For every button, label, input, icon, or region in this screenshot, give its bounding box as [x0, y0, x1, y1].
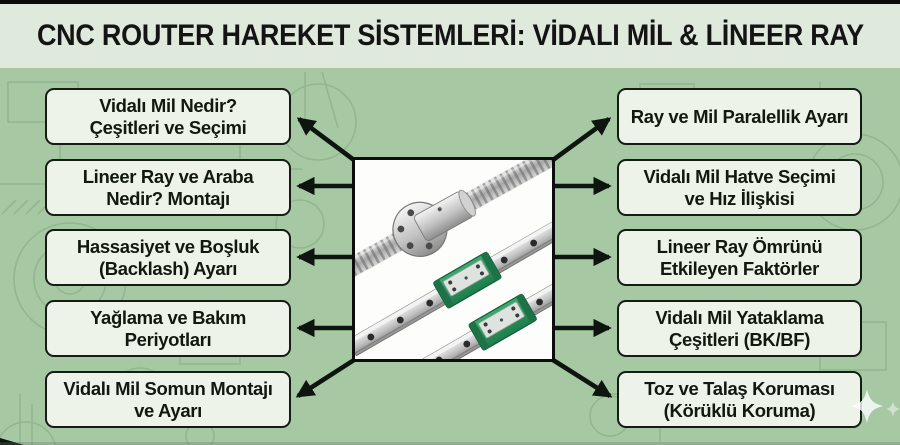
topic-label: Çeşitleri ve Seçimi	[89, 116, 247, 138]
center-image-frame	[352, 157, 555, 362]
arrow-left-5	[295, 358, 356, 398]
ballscrew-linear-rail-illustration	[355, 160, 552, 359]
topic-box-toz-talas-koruma: Toz ve Talaş Koruması (Körüklü Koruma)	[617, 371, 862, 428]
arrow-right-5	[551, 358, 613, 398]
page-title: CNC ROUTER HAREKET SİSTEMLERİ: VİDALI Mİ…	[36, 19, 864, 52]
arrow-left-1	[296, 117, 356, 162]
topic-label: Lineer Ray Ömrünü	[656, 236, 823, 258]
topic-box-hatve-hiz: Vidalı Mil Hatve Seçimi ve Hız İlişkisi	[617, 159, 862, 216]
topic-box-vidali-mil-nedir: Vidalı Mil Nedir? Çeşitleri ve Seçimi	[45, 88, 291, 145]
corner-mark	[0, 438, 24, 445]
topic-label: Toz ve Talaş Koruması	[644, 378, 835, 400]
topic-box-paralellik-ayari: Ray ve Mil Paralellik Ayarı	[617, 88, 862, 145]
topic-label: Ray ve Mil Paralellik Ayarı	[630, 105, 849, 127]
topic-label: Vidalı Mil Somun Montajı	[63, 378, 273, 400]
header-band: CNC ROUTER HAREKET SİSTEMLERİ: VİDALI Mİ…	[0, 4, 900, 68]
topic-box-ray-omru: Lineer Ray Ömrünü Etkileyen Faktörler	[617, 229, 862, 286]
topic-label: ve Hız İlişkisi	[684, 187, 795, 209]
topic-label: Yağlama ve Bakım	[90, 307, 246, 329]
linear-rail-2	[416, 266, 552, 359]
linear-rail-1	[355, 219, 552, 357]
rail-carriage-1	[433, 251, 502, 309]
topic-label: Vidalı Mil Nedir?	[99, 95, 237, 117]
bottom-border-strip	[0, 442, 900, 445]
topic-label: Vidalı Mil Yataklama	[655, 307, 824, 329]
topic-box-lineer-ray-araba: Lineer Ray ve Araba Nedir? Montajı	[45, 159, 291, 216]
rail-carriage-2	[468, 293, 538, 351]
topic-box-somun-montaji: Vidalı Mil Somun Montajı ve Ayarı	[45, 371, 291, 428]
topic-label: (Backlash) Ayarı	[98, 257, 237, 279]
topic-label: Lineer Ray ve Araba	[82, 166, 254, 188]
topic-box-hassasiyet-backlash: Hassasiyet ve Boşluk (Backlash) Ayarı	[45, 229, 291, 286]
top-border-strip	[0, 0, 900, 4]
topic-label: (Körüklü Koruma)	[663, 399, 816, 421]
topic-label: Nedir? Montajı	[106, 187, 230, 209]
topic-box-yaglama-bakim: Yağlama ve Bakım Periyotları	[45, 300, 291, 357]
topic-label: Periyotları	[124, 328, 212, 350]
topic-label: Etkileyen Faktörler	[660, 257, 819, 279]
topic-label: Hassasiyet ve Boşluk	[76, 236, 260, 258]
sparkle-icon	[851, 389, 900, 423]
ball-screw	[355, 160, 552, 280]
topic-box-yataklama-bkbf: Vidalı Mil Yataklama Çeşitleri (BK/BF)	[617, 300, 862, 357]
topic-label: Vidalı Mil Hatve Seçimi	[643, 166, 836, 188]
topic-label: ve Ayarı	[134, 399, 202, 421]
arrow-right-1	[551, 117, 612, 162]
topic-label: Çeşitleri (BK/BF)	[668, 328, 811, 350]
ball-nut	[392, 189, 476, 257]
